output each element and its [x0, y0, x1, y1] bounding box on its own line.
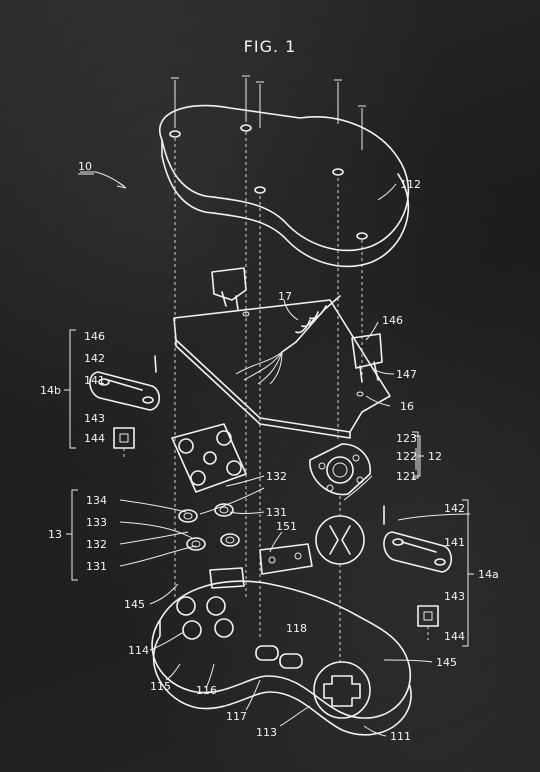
label-142-left: 142 [84, 352, 105, 365]
label-121: 121 [396, 470, 417, 483]
reference-numerals: 10 112 17 146 146 142 14b 141 147 16 143… [40, 160, 499, 743]
label-132-top: 132 [266, 470, 287, 483]
label-131-top: 131 [266, 506, 287, 519]
figure-title: FIG. 1 [244, 37, 297, 56]
label-115: 115 [150, 680, 171, 693]
top-cover [159, 104, 410, 268]
label-14a: 14a [478, 568, 499, 581]
label-116: 116 [196, 684, 217, 697]
label-117: 117 [226, 710, 247, 723]
label-14b: 14b [40, 384, 61, 397]
label-144-right: 144 [444, 630, 465, 643]
label-114: 114 [128, 644, 149, 657]
button-caps [178, 503, 245, 589]
label-118: 118 [286, 622, 307, 635]
label-113: 113 [256, 726, 277, 739]
reference-arrow [80, 171, 127, 189]
label-13: 13 [48, 528, 62, 541]
bottom-case [151, 580, 412, 736]
left-button-assembly [89, 355, 161, 449]
assembly-guide-lines [123, 132, 429, 662]
label-131-left: 131 [86, 560, 107, 573]
dpad-contact-disc [315, 515, 365, 565]
label-144-left: 144 [84, 432, 105, 445]
rubber-pad-right [309, 443, 371, 496]
label-123: 123 [396, 432, 417, 445]
cable [235, 295, 341, 385]
label-132-left: 132 [86, 538, 107, 551]
rubber-pad-left [171, 423, 247, 493]
label-143-left: 143 [84, 412, 105, 425]
label-17: 17 [278, 290, 292, 303]
leader-lines [95, 171, 471, 737]
label-16: 16 [400, 400, 414, 413]
start-select-module [259, 543, 313, 575]
label-134: 134 [86, 494, 107, 507]
label-122: 122 [396, 450, 417, 463]
label-10: 10 [78, 160, 92, 173]
label-147: 147 [396, 368, 417, 381]
label-133: 133 [86, 516, 107, 529]
label-145-left: 145 [124, 598, 145, 611]
right-button-assembly [383, 505, 453, 627]
label-143-right: 143 [444, 590, 465, 603]
label-141-right: 141 [444, 536, 465, 549]
label-112: 112 [400, 178, 421, 191]
label-141-left: 141 [84, 374, 105, 387]
label-146-right: 146 [382, 314, 403, 327]
label-142-right: 142 [444, 502, 465, 515]
group-brackets [64, 329, 474, 647]
label-111: 111 [390, 730, 411, 743]
screws [171, 75, 366, 150]
label-151: 151 [276, 520, 297, 533]
label-145-right: 145 [436, 656, 457, 669]
label-146-left: 146 [84, 330, 105, 343]
label-12: 12 [428, 450, 442, 463]
